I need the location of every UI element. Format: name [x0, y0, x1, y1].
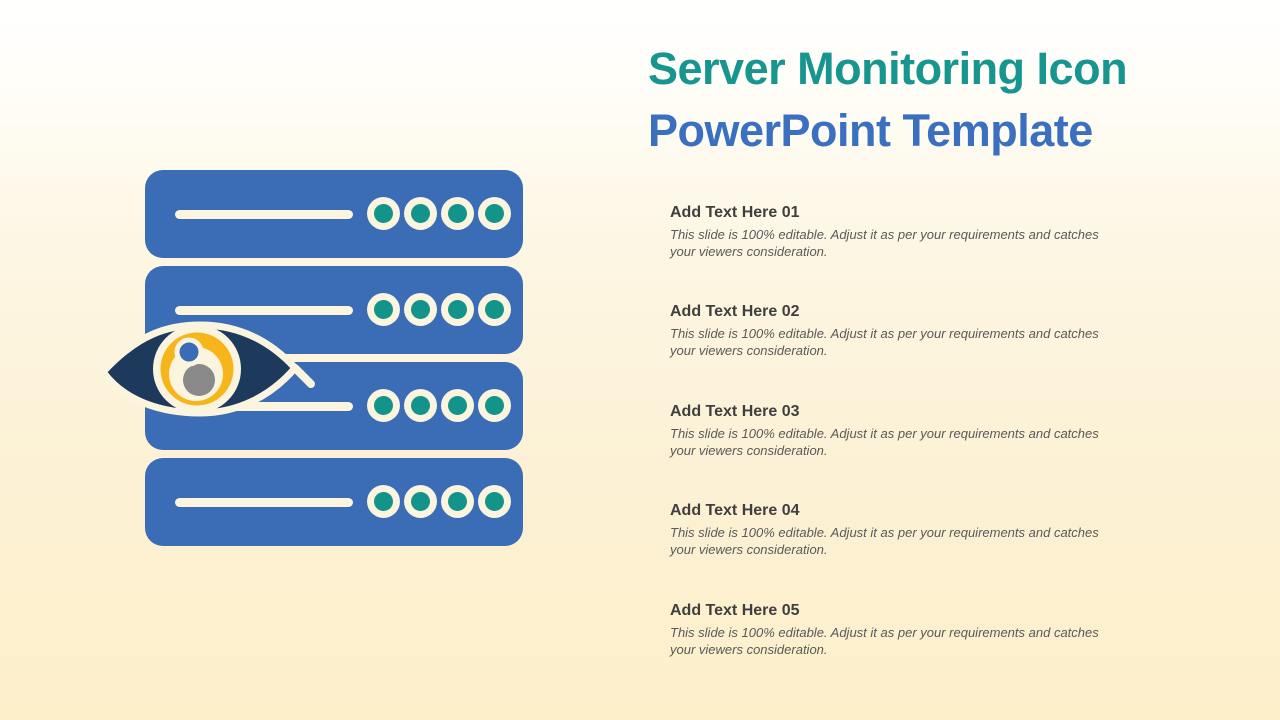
text-block-05: Add Text Here 05 This slide is 100% edit…: [670, 602, 1140, 658]
status-dots: [367, 485, 511, 518]
status-dot: [404, 293, 437, 326]
text-block-body: This slide is 100% editable. Adjust it a…: [670, 625, 1099, 658]
status-dot: [404, 389, 437, 422]
text-block-04: Add Text Here 04 This slide is 100% edit…: [670, 502, 1140, 558]
text-block-02: Add Text Here 02 This slide is 100% edit…: [670, 303, 1140, 359]
text-block-body: This slide is 100% editable. Adjust it a…: [670, 326, 1099, 359]
text-block-heading: Add Text Here 02: [670, 303, 800, 320]
status-dot: [404, 485, 437, 518]
text-block-body: This slide is 100% editable. Adjust it a…: [670, 426, 1099, 459]
status-dots: [367, 293, 511, 326]
status-dot: [367, 197, 400, 230]
text-block-heading: Add Text Here 05: [670, 602, 800, 619]
status-dot: [478, 389, 511, 422]
pupil: [183, 364, 215, 396]
eye-highlight: [174, 337, 204, 367]
server-row: [145, 458, 523, 546]
eye-tail: [291, 364, 315, 388]
status-dot: [404, 197, 437, 230]
status-dot: [478, 485, 511, 518]
status-dot: [478, 293, 511, 326]
text-block-body: This slide is 100% editable. Adjust it a…: [670, 525, 1099, 558]
server-row: [145, 170, 523, 258]
server-slot-line: [175, 210, 353, 219]
text-block-heading: Add Text Here 01: [670, 204, 800, 221]
status-dot: [367, 293, 400, 326]
page-title-line1: Server Monitoring Icon: [648, 43, 1128, 94]
text-block-01: Add Text Here 01 This slide is 100% edit…: [670, 204, 1140, 260]
text-block-heading: Add Text Here 03: [670, 403, 800, 420]
status-dots: [367, 197, 511, 230]
text-block-03: Add Text Here 03 This slide is 100% edit…: [670, 403, 1140, 459]
page-title-line2: PowerPoint Template: [648, 105, 1093, 156]
text-block-heading: Add Text Here 04: [670, 502, 800, 519]
eye-monitoring-icon: [99, 321, 315, 417]
status-dot: [441, 293, 474, 326]
server-slot-line: [175, 402, 353, 411]
page-title: Server Monitoring Icon PowerPoint Templa…: [648, 38, 1128, 162]
status-dot: [478, 197, 511, 230]
status-dots: [367, 389, 511, 422]
status-dot: [367, 485, 400, 518]
status-dot: [441, 389, 474, 422]
text-block-body: This slide is 100% editable. Adjust it a…: [670, 227, 1099, 260]
server-slot-line: [175, 498, 353, 507]
status-dot: [441, 197, 474, 230]
status-dot: [367, 389, 400, 422]
status-dot: [441, 485, 474, 518]
server-slot-line: [175, 306, 353, 315]
